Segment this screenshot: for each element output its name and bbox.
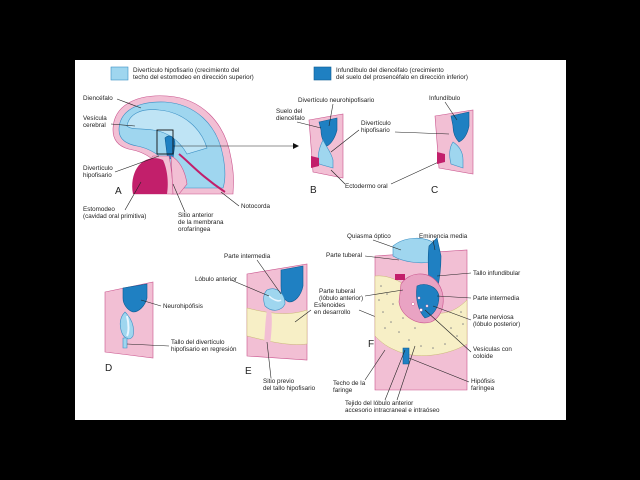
panel-e-illustration xyxy=(246,263,308,361)
legend-dark-line1: Infundíbulo del diencéfalo (crecimiento xyxy=(336,67,444,74)
label-tallo-infundibular: Tallo infundibular xyxy=(473,270,520,277)
label-tallo-1: Tallo del divertículo xyxy=(171,339,225,346)
label-parte-nerviosa-1: Parte nerviosa xyxy=(473,314,514,321)
legend-swatch-dark-blue xyxy=(313,66,332,81)
pituitary-development-figure: Divertículo hipofisario (crecimiento del… xyxy=(83,66,520,414)
label-vesiculas-1: Vesículas con xyxy=(473,346,512,353)
legend-swatch-light-blue xyxy=(110,66,129,81)
label-esfenoides-1: Esfenoides xyxy=(314,302,345,309)
colloid-vesicles xyxy=(411,296,429,312)
panel-e: Parte intermedia Lóbulo anterior Esfenoi… xyxy=(195,253,394,392)
label-suelo-1: Suelo del xyxy=(276,108,302,115)
label-parte-tuberal: Parte tuberal xyxy=(326,252,362,259)
label-ectodermo: Ectodermo oral xyxy=(345,183,388,190)
label-sitio-previo-1: Sitio previo xyxy=(263,378,295,385)
panel-c-letter: C xyxy=(431,185,438,196)
label-parte-intermedia: Parte intermedia xyxy=(224,253,271,260)
label-parte-nerviosa-2: (lóbulo posterior) xyxy=(473,321,520,328)
label-sitio-3: orofaríngea xyxy=(178,226,211,233)
panel-f-letter: F xyxy=(368,339,374,350)
label-techo-2: faringe xyxy=(333,387,353,394)
label-tejido-2: accesorio intracraneal e intraóseo xyxy=(345,407,440,414)
label-vesicula-2: cerebral xyxy=(83,122,106,129)
panel-c-illustration xyxy=(434,109,474,175)
label-vesicula-1: Vesícula xyxy=(83,115,107,122)
label-diverticulo-2: hipofisario xyxy=(83,172,112,179)
label-notocorda: Notocorda xyxy=(241,203,271,210)
panel-e-letter: E xyxy=(245,366,252,377)
panel-b-illustration xyxy=(308,113,344,179)
panel-d-letter: D xyxy=(105,363,112,374)
panel-d: Neurohipófisis Tallo del divertículo hip… xyxy=(104,281,237,374)
label-divhip-1: Divertículo xyxy=(361,120,391,127)
label-techo-1: Techo de la xyxy=(333,380,366,387)
panel-a-zoom-box xyxy=(156,129,174,155)
label-tejido-1: Tejido del lóbulo anterior xyxy=(345,400,413,407)
label-divhip-2: hipofisario xyxy=(361,127,390,134)
label-sitio-1: Sitio anterior xyxy=(178,212,213,219)
label-sitio-2: de la membrana xyxy=(178,219,224,226)
legend-light-line1: Divertículo hipofisario (crecimiento del xyxy=(133,67,239,74)
label-tuberal-anterior-1: Parte tuberal xyxy=(319,288,355,295)
label-tallo-2: hipofisario en regresión xyxy=(171,346,237,353)
legend: Divertículo hipofisario (crecimiento del… xyxy=(110,66,468,81)
legend-dark-line2: del suelo del prosencéfalo en dirección … xyxy=(336,74,468,81)
label-vesiculas-2: coloide xyxy=(473,353,493,360)
label-diencefalo: Diencéfalo xyxy=(83,95,113,102)
label-esfenoides-2: en desarrollo xyxy=(314,309,351,316)
arrow-to-panel-b xyxy=(293,143,299,149)
label-quiasma: Quiasma óptico xyxy=(347,233,391,240)
panel-b-letter: B xyxy=(310,185,317,196)
panel-a: Diencéfalo Vesícula cerebral Divertículo… xyxy=(83,95,299,233)
label-hipofisis-1: Hipófisis xyxy=(471,378,495,385)
panel-c: Infundíbulo C xyxy=(394,95,474,196)
label-estomodeo-2: (cavidad oral primitiva) xyxy=(83,213,146,220)
bone-texture xyxy=(378,285,464,349)
label-eminencia: Eminencia media xyxy=(419,233,468,240)
panel-a-illustration xyxy=(112,95,234,195)
label-neurohipofisis: Neurohipófisis xyxy=(163,303,203,310)
label-tuberal-anterior-2: (lóbulo anterior) xyxy=(319,295,363,302)
label-lobulo-anterior: Lóbulo anterior xyxy=(195,276,237,283)
label-suelo-2: diencéfalo xyxy=(276,115,305,122)
label-infundibulo: Infundíbulo xyxy=(429,95,461,102)
legend-light-line2: techo del estomodeo en dirección superio… xyxy=(133,74,254,81)
label-hipofisis-2: faríngea xyxy=(471,385,495,392)
panel-b: Suelo del diencéfalo Divertículo neurohi… xyxy=(276,97,444,196)
panel-a-letter: A xyxy=(115,186,122,197)
panel-f-illustration xyxy=(374,237,468,391)
label-parte-intermedia-f: Parte intermedia xyxy=(473,295,520,302)
label-estomodeo-1: Estomodeo xyxy=(83,206,115,213)
panel-d-illustration xyxy=(104,281,154,359)
slide: Divertículo hipofisario (crecimiento del… xyxy=(75,60,566,420)
label-sitio-previo-2: del tallo hipofisario xyxy=(263,385,316,392)
label-neurohipofisario: Divertículo neurohipofisario xyxy=(298,97,375,104)
label-diverticulo-1: Divertículo xyxy=(83,165,113,172)
panel-f: Quiasma óptico Eminencia media Parte tub… xyxy=(319,233,520,414)
